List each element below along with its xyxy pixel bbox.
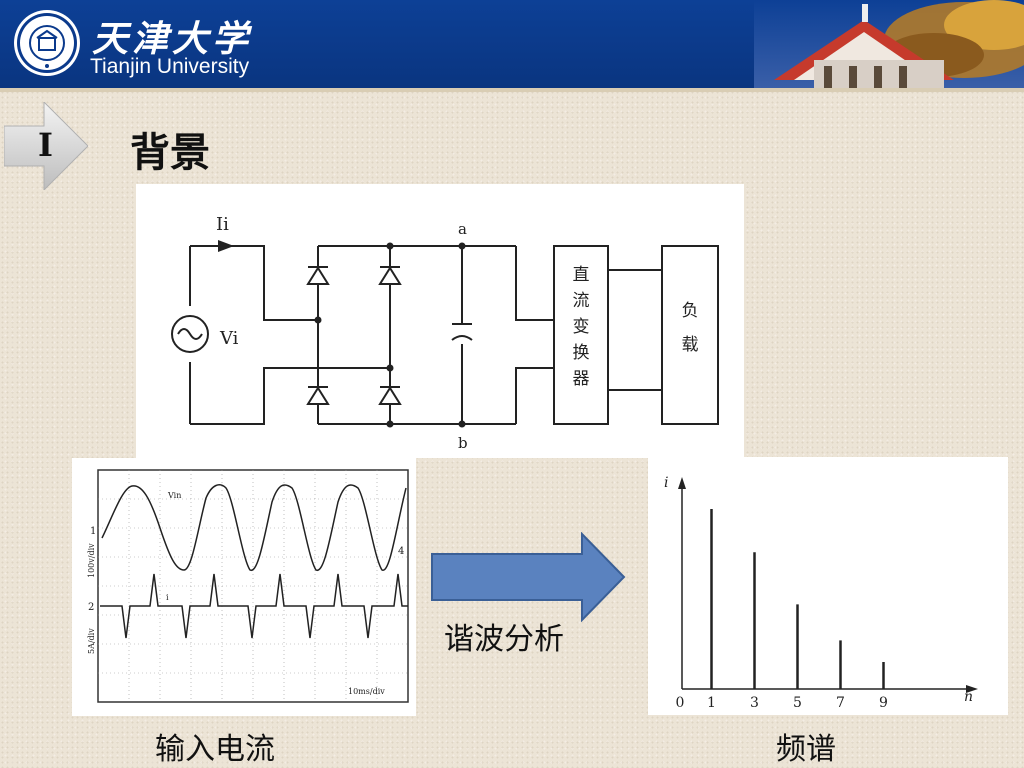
section-number: I <box>38 126 53 164</box>
converter-char: 变 <box>573 317 590 337</box>
x-axis-label: n <box>964 689 973 705</box>
voltage-label: Vi <box>219 328 239 349</box>
section-arrow-icon <box>4 102 88 190</box>
time-scale-label: 10ms/div <box>348 687 385 696</box>
diode-icon <box>306 266 330 285</box>
university-name-en: Tianjin University <box>90 55 250 78</box>
converter-char: 流 <box>573 291 590 311</box>
input-current-waveform: Vin i 1 2 4 10ms/div 100v/div 5A/div <box>72 458 416 716</box>
current-trace <box>100 573 408 639</box>
x-tick-label: 3 <box>750 695 759 711</box>
diode-icon <box>378 266 402 285</box>
channel-4-marker: 4 <box>398 546 404 557</box>
y-axis-label: i <box>664 475 668 491</box>
university-name-cn: 天津大学 <box>92 18 253 60</box>
header-divider <box>0 88 1024 92</box>
spectrum-caption: 频谱 <box>776 732 836 767</box>
current-direction-icon <box>218 240 234 252</box>
university-seal-icon <box>14 10 80 76</box>
converter-char: 换 <box>573 343 590 363</box>
channel-2-marker: 2 <box>88 602 94 613</box>
x-tick-label: 5 <box>793 695 802 711</box>
harmonic-spectrum-chart: i n 0 1 3 5 7 9 <box>648 457 1008 715</box>
converter-char: 直 <box>573 265 590 285</box>
x-tick-label: 1 <box>707 695 716 711</box>
node-a-label: a <box>458 220 467 238</box>
voltage-scale-label: 100v/div <box>87 543 96 578</box>
node-b-label: b <box>458 434 468 452</box>
harmonic-analysis-arrow-icon <box>431 532 626 622</box>
load-char: 载 <box>682 335 699 355</box>
x-tick-label: 9 <box>879 695 888 711</box>
diode-icon <box>306 386 330 405</box>
converter-char: 器 <box>573 369 590 389</box>
header-banner: 天津大学 Tianjin University <box>0 0 1024 88</box>
input-current-caption: 输入电流 <box>155 732 275 767</box>
load-char: 负 <box>682 301 699 321</box>
campus-building-image <box>754 0 1024 88</box>
harmonic-analysis-label: 谐波分析 <box>444 622 564 657</box>
current-label: Ii <box>216 214 229 235</box>
voltage-trace <box>101 484 407 571</box>
current-scale-label: 5A/div <box>87 628 96 654</box>
rectifier-circuit-diagram: Ii Vi a b 直 流 变 换 器 负 载 <box>136 184 744 458</box>
section-title: 背景 <box>130 130 210 176</box>
x-tick-label: 7 <box>836 695 845 711</box>
diode-icon <box>378 386 402 405</box>
x-tick-label: 0 <box>676 695 685 711</box>
voltage-trace-label: Vin <box>167 491 181 500</box>
current-trace-label: i <box>166 593 169 602</box>
channel-1-marker: 1 <box>90 526 96 537</box>
